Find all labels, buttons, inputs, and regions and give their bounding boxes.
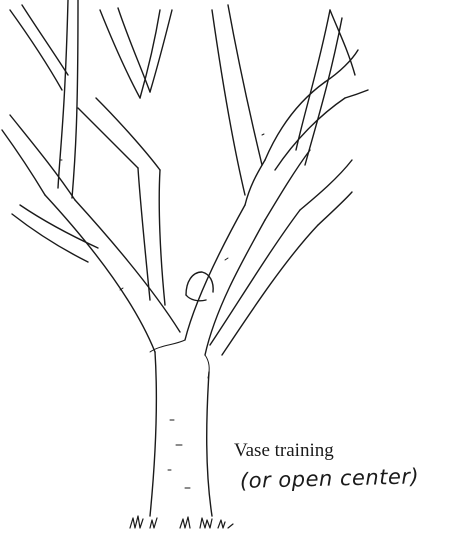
right-upright-branch <box>212 5 262 195</box>
trunk <box>150 340 212 516</box>
center-upright-branch <box>100 8 172 98</box>
figure-caption: Vase training <box>234 440 334 462</box>
bark-texture <box>60 134 264 488</box>
right-lower-branch <box>210 160 352 355</box>
left-shoot <box>10 5 68 90</box>
left-lateral-branch <box>12 205 98 262</box>
figure-note: (or open center) <box>240 464 420 493</box>
left-scaffold-branch <box>2 115 180 352</box>
center-left-branch <box>78 98 165 305</box>
left-upright-branch <box>58 0 78 198</box>
grass-tufts <box>130 516 233 528</box>
right-scaffold-branch <box>185 150 310 355</box>
right-shoot <box>296 10 355 165</box>
